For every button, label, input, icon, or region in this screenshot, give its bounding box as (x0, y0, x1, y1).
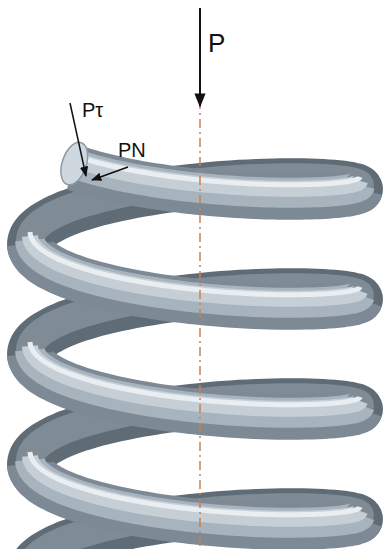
cut-section (56, 139, 93, 188)
coil-front (30, 156, 360, 549)
force-label: PN (118, 140, 146, 160)
force-arrow (92, 167, 128, 180)
coil-tube (74, 156, 360, 185)
coil-tube (30, 232, 360, 295)
coil-tube (30, 452, 360, 515)
cut-face (56, 139, 93, 188)
axis-line (199, 100, 201, 549)
force-label: Pτ (82, 100, 103, 120)
force-label: P (208, 30, 225, 56)
coil-back (30, 177, 360, 549)
coil-tube (30, 342, 360, 405)
force-arrow (199, 8, 201, 106)
